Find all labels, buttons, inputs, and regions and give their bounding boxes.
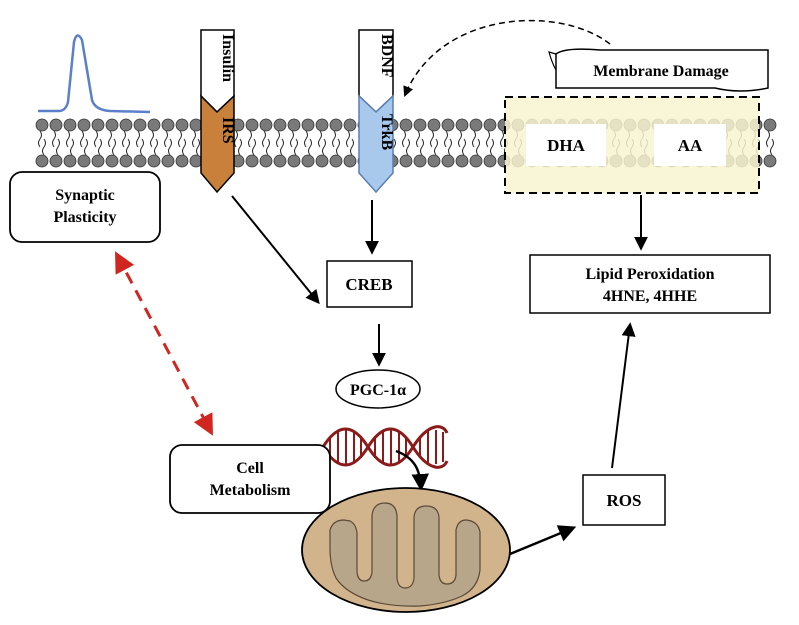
- pgc-label: PGC-1α: [350, 382, 406, 399]
- lipid-peroxidation-box: [529, 254, 771, 314]
- banner-fold: [548, 51, 557, 71]
- pgc-ellipse: [335, 369, 421, 409]
- synaptic-label-line2: Plasticity: [53, 209, 116, 226]
- lipid-label-line1: Lipid Peroxidation: [585, 266, 714, 283]
- membrane-damage-label: Membrane Damage: [593, 63, 729, 80]
- trkb-label: TrkB: [378, 114, 395, 150]
- dna-helix-icon: [321, 425, 449, 469]
- cell-label-line1: Cell: [236, 460, 264, 477]
- ros-label: ROS: [607, 491, 642, 510]
- synaptic-label-line1: Synaptic: [55, 187, 115, 204]
- membrane-damage-banner: [555, 48, 769, 92]
- lipid-label-line2: 4HNE, 4HHE: [603, 288, 697, 305]
- dha-box: [526, 124, 606, 166]
- ros-to-lipid-arrow: [611, 322, 636, 469]
- action-potential-spike-icon: [38, 34, 151, 114]
- creb-box: [326, 260, 413, 308]
- dna-to-mito-arrow: [395, 449, 429, 492]
- irs-to-creb-arrow: [231, 195, 320, 305]
- irs-receptor: [200, 94, 235, 194]
- synaptic-plasticity-box: [9, 171, 161, 243]
- damage-to-trkb-arrow: [403, 19, 611, 97]
- mito-to-ros-arrow: [509, 525, 577, 556]
- cell-label-line2: Metabolism: [210, 482, 292, 499]
- insulin-label: Insulin: [219, 34, 236, 82]
- ros-box: [582, 474, 666, 526]
- bdnf-label: BDNF: [378, 34, 395, 78]
- creb-label: CREB: [345, 275, 392, 294]
- dha-label: DHA: [547, 136, 586, 155]
- trkb-receptor: [358, 94, 394, 194]
- aa-box: [654, 124, 726, 166]
- aa-label: AA: [678, 136, 703, 155]
- mitochondrion-icon: [301, 487, 511, 613]
- cell-metabolism-box: [169, 444, 331, 514]
- plasticity-metabolism-link: [115, 251, 213, 436]
- irs-label: IRS: [219, 117, 236, 144]
